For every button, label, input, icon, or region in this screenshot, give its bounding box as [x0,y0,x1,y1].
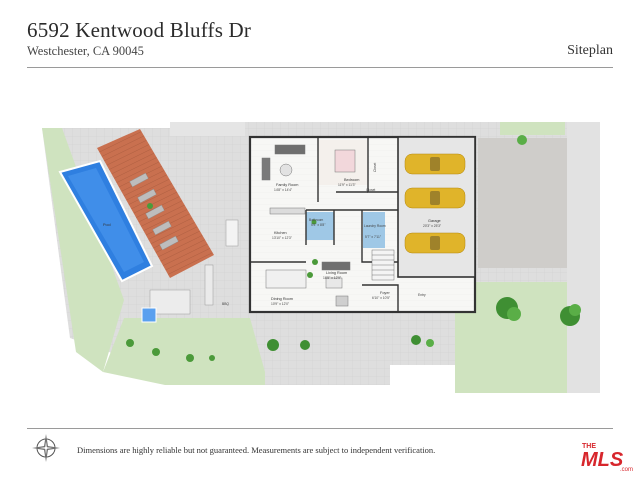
sidewalk [567,122,600,393]
bbq-label: BBQ [222,302,229,306]
garage-dim: 20'3" x 25'3" [423,224,442,228]
kitchen-label: Kitchen [274,231,287,235]
page-title: 6592 Kentwood Bluffs Dr [27,18,252,42]
compass-rose-icon [32,434,60,462]
logo-the: THE [582,443,596,450]
foyer-dim: 6'10" x 10'5" [372,296,391,300]
pool-highlight [68,168,144,272]
dining-room-dim: 10'9" x 12'0" [271,302,290,306]
bathroom-dim: 5'5" x 8'8" [311,223,326,227]
site-plan: Pool BBQ [42,122,600,393]
mls-logo-icon: THE MLS .com [581,443,633,473]
pot-plant [147,203,153,209]
lawn-right-top [500,122,565,135]
lawn-left [42,128,124,372]
logo-mls: MLS [581,449,624,471]
kitchen-dim: 13'10" x 12'3" [272,236,293,240]
lawn-bottom [103,318,265,385]
living-room-dim: 16'5" x 12'9" [323,276,342,280]
garage-label: Garage [428,219,441,223]
lawn-top-strip [170,122,245,136]
disclaimer-text: Dimensions are highly reliable but not g… [77,445,436,455]
closet-label-2: Closet [366,188,375,192]
spa [141,307,157,323]
outdoor-dining [225,219,239,247]
stairs [371,249,395,281]
bedroom-dim: 11'9" x 11'3" [338,183,356,187]
bathroom-label: Bathroom [309,218,324,222]
laundry-floor [363,212,385,248]
foyer-label: Foyer [380,291,390,295]
bbq-counter [204,264,214,306]
header-divider [27,67,613,68]
bathroom-floor [306,212,334,240]
page-subtitle: Westchester, CA 90045 [27,44,144,58]
living-room-label: Living Room [326,271,347,275]
pool-label: Pool [103,223,111,227]
car-windshields [430,157,440,250]
furniture [261,144,356,307]
plan-type-label: Siteplan [567,43,613,58]
entry-label: Entry [418,293,426,297]
logo-com: .com [620,467,633,473]
wood-deck [97,129,214,278]
interior-walls [250,137,399,312]
outdoor-sofa [149,289,191,315]
dining-room-label: Dining Room [271,297,293,301]
laundry-label: Laundry Room [364,224,386,228]
laundry-dim: 5'7" x 7'11" [365,235,382,239]
bedroom-label: Bedroom [344,178,359,182]
lounge-chairs [129,172,179,251]
footer-divider [27,428,613,429]
family-room-label: Family Room [276,183,298,187]
family-room-dim: 14'8" x 14'4" [274,188,293,192]
closet-label-1: Closet [373,163,377,172]
plants [307,219,318,278]
trees [126,135,581,362]
